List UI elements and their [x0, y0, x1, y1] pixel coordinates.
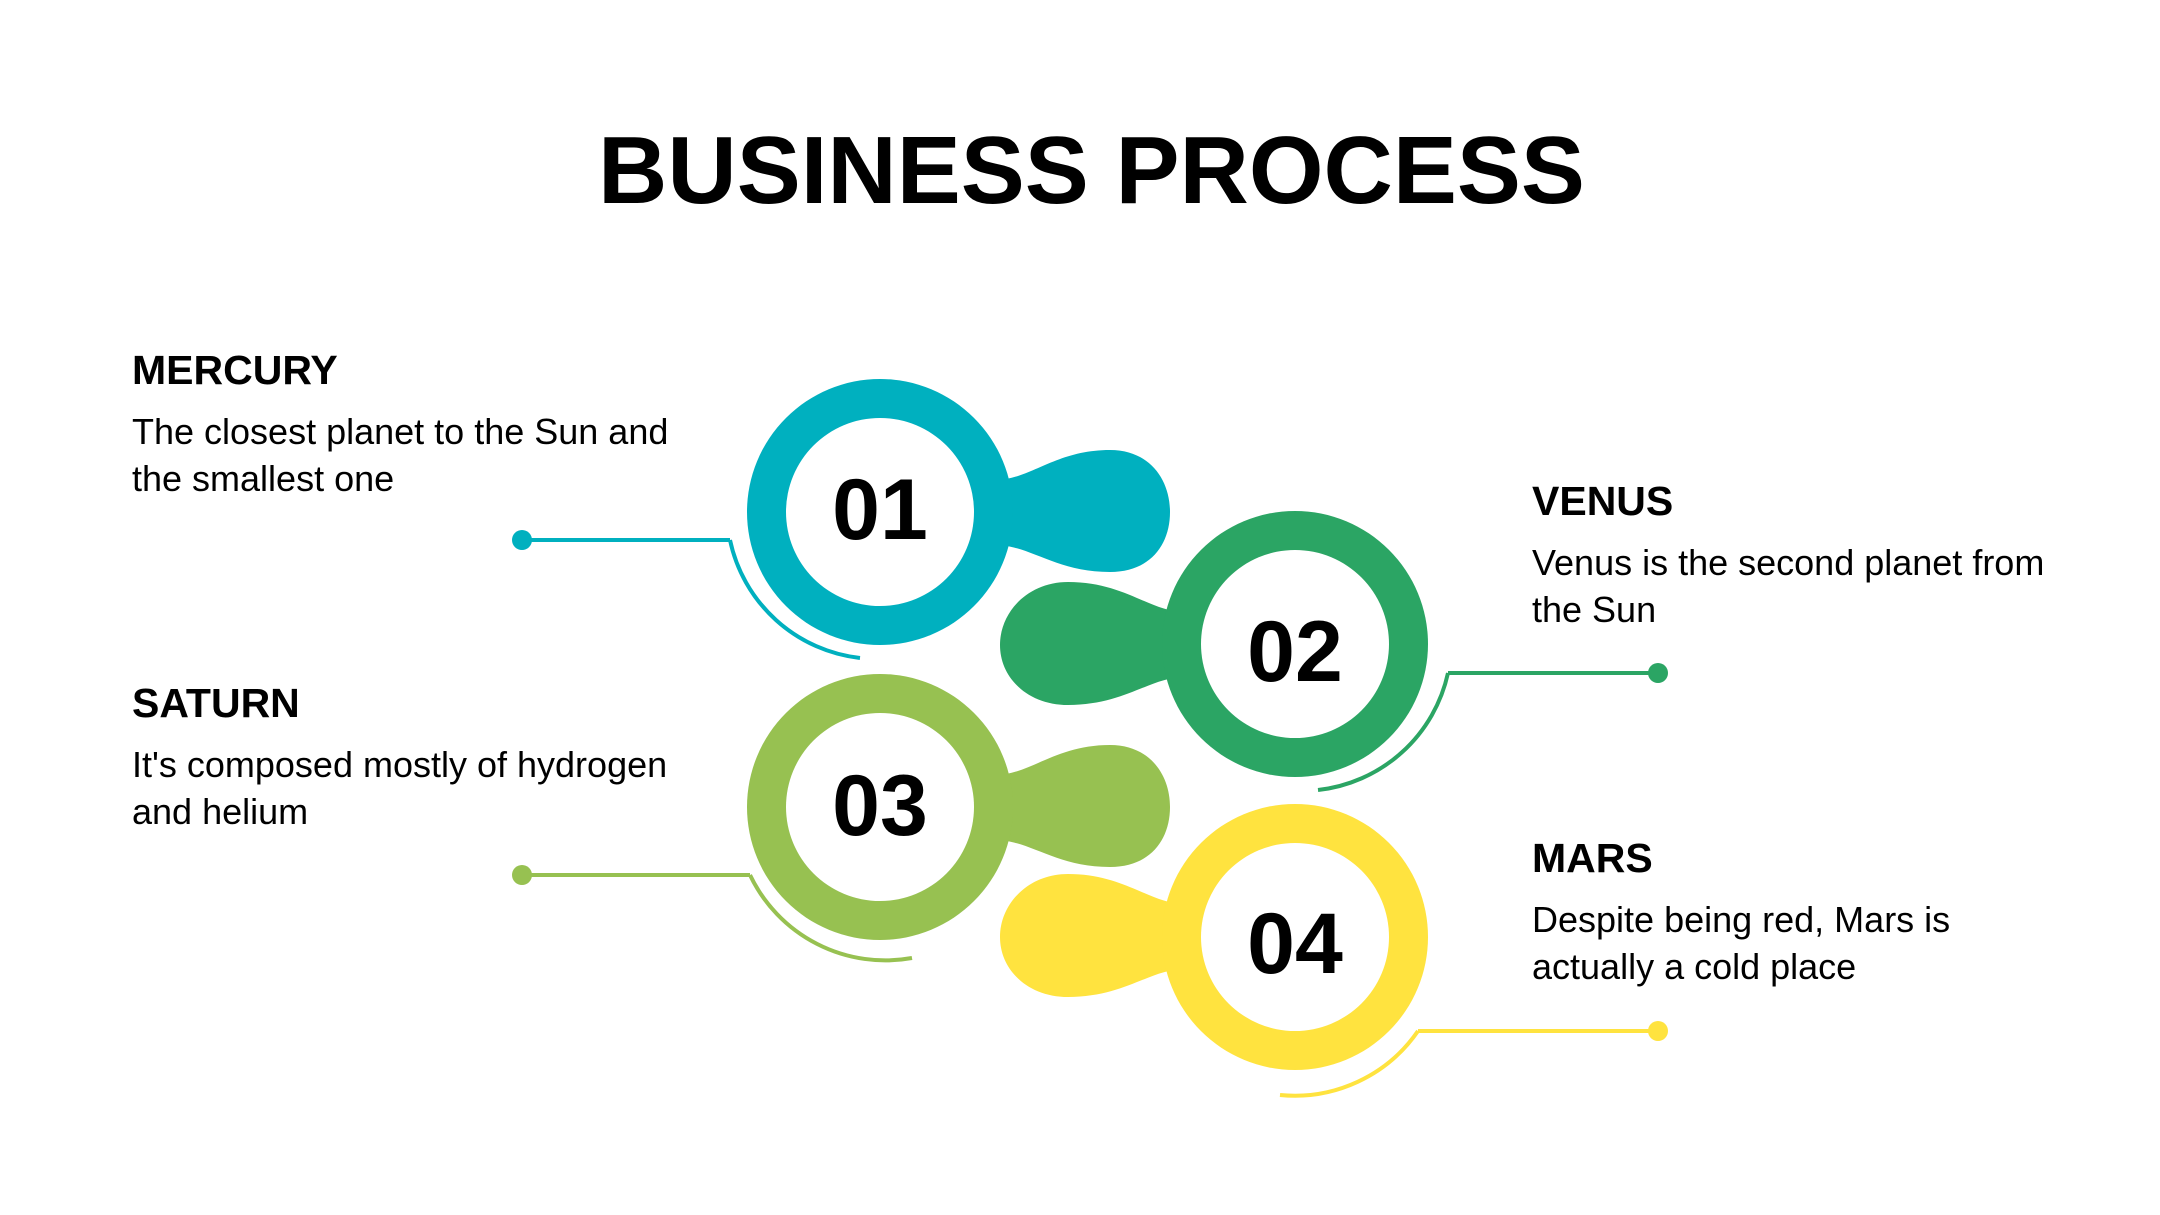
step-4-description: Despite being red, Mars is actually a co…	[1532, 899, 1951, 987]
step-3-description: It's composed mostly of hydrogen and hel…	[132, 744, 668, 832]
step-1-shape	[512, 379, 1170, 660]
step-4-shape	[1000, 804, 1668, 1098]
step-2-shape	[1000, 511, 1668, 792]
step-3-heading: SATURN	[132, 680, 300, 726]
step-3-number: 03	[832, 758, 928, 854]
step-1-description: The closest planet to the Sun and the sm…	[132, 411, 669, 499]
step-3-text: SATURN It's composed mostly of hydrogen …	[132, 679, 672, 835]
step-4-number: 04	[1247, 896, 1343, 992]
step-2-text: VENUS Venus is the second planet from th…	[1532, 477, 2072, 633]
page-title: BUSINESS PROCESS	[598, 117, 1585, 224]
step-4-text: MARS Despite being red, Mars is actually…	[1532, 834, 2072, 990]
step-2-heading: VENUS	[1532, 478, 1674, 524]
step-2-number: 02	[1247, 604, 1343, 700]
step-1-number: 01	[832, 462, 928, 558]
step-1-heading: MERCURY	[132, 347, 338, 393]
step-2-description: Venus is the second planet from the Sun	[1532, 542, 2045, 630]
step-1-text: MERCURY The closest planet to the Sun an…	[132, 346, 672, 502]
step-4-heading: MARS	[1532, 835, 1653, 881]
step-3-shape	[512, 674, 1170, 963]
